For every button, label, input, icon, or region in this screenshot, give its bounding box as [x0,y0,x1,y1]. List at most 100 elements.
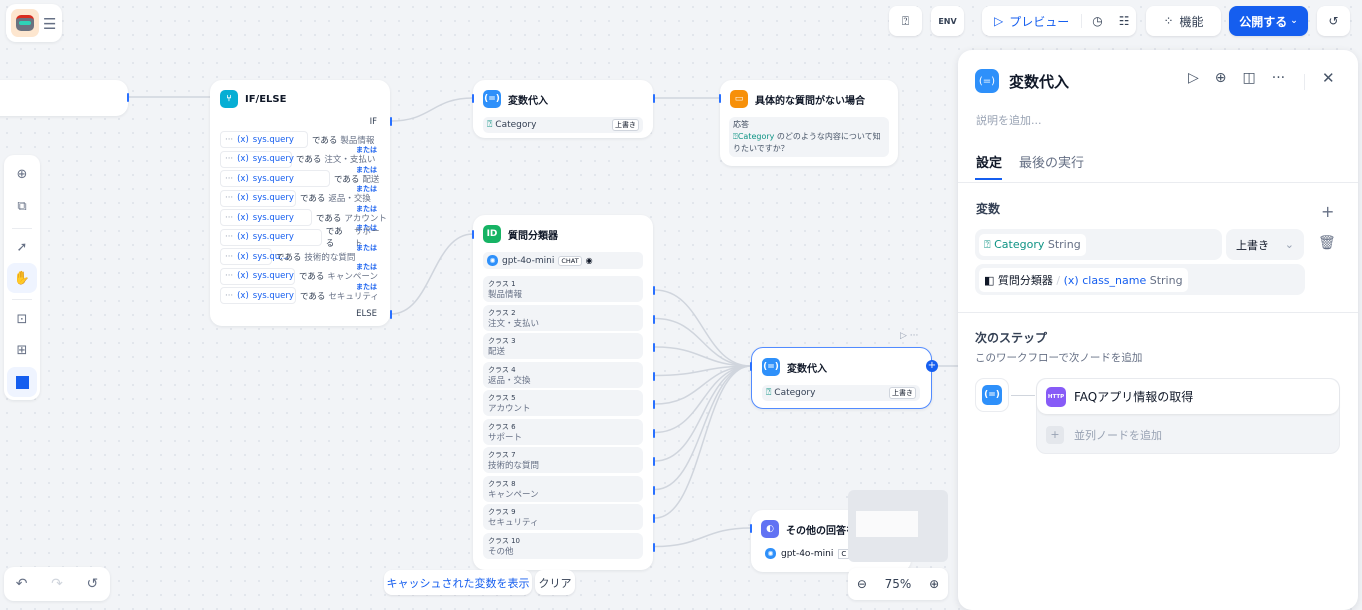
run-history-icon[interactable]: ◷ [1092,14,1103,28]
add-node-icon[interactable]: ⊕ [16,166,28,182]
add-note-icon[interactable]: ⧉ [17,198,27,214]
node-handle[interactable] [472,230,474,239]
node-handle[interactable] [472,94,474,103]
edge[interactable] [654,365,752,519]
maximize-canvas-icon[interactable] [7,367,37,397]
edge[interactable] [654,346,752,367]
clear-button[interactable]: クリア [535,570,575,595]
zoom-in-icon[interactable]: ⊕ [929,577,940,591]
class-handle[interactable] [653,514,655,523]
node-handle[interactable] [653,94,655,103]
close-icon[interactable]: ✕ [1322,69,1335,87]
edge[interactable] [654,365,752,434]
add-next-node-icon[interactable]: + [926,360,938,372]
add-variable-icon[interactable]: + [1321,202,1335,221]
node-handle[interactable] [750,362,752,371]
class-handle[interactable] [653,371,655,381]
condition-row[interactable]: ···(x)sys.qu...である技術的な質問 [220,248,388,265]
pointer-icon[interactable]: ➚ [16,239,28,255]
conversation-variables-button[interactable]: ⍰ [889,6,922,36]
source-variable-field[interactable]: ◧ 質問分類器 / (x) class_name String [975,264,1305,295]
class-handle[interactable] [653,428,655,438]
organize-blocks-icon[interactable]: ⊞ [16,342,28,358]
edge[interactable] [654,317,752,367]
edge[interactable] [654,365,752,405]
answer-node[interactable]: ▭具体的な質問がない場合 応答 ⍰Category のどのような内容について知 … [720,80,898,166]
more-icon[interactable]: ··· [1271,70,1286,86]
start-node[interactable] [0,80,128,116]
node-actions[interactable]: ▷ ··· [900,331,919,341]
redo-icon[interactable]: ↷ [51,576,63,592]
write-mode-select[interactable]: 上書き⌄ [1226,229,1304,260]
class-handle[interactable] [653,485,655,495]
panel-title[interactable]: 変数代入 [1009,73,1070,91]
minimap[interactable] [848,490,948,562]
run-step-icon[interactable]: ▷ [1188,70,1199,86]
assigned-variable-field[interactable]: ⍰ Category String [975,229,1222,260]
menu-icon[interactable]: ☰ [43,15,57,33]
checklist-icon[interactable]: ☷ [1118,14,1130,28]
variable-assigner-node[interactable]: (=)変数代入 ⍰ Category 上書き [473,80,653,138]
edge[interactable] [654,365,752,462]
edge[interactable] [390,233,474,315]
help-docs-icon[interactable]: ◫ [1242,70,1256,86]
preview-button[interactable]: プレビュー [1009,14,1070,29]
edge[interactable] [654,365,752,377]
description-input[interactable]: 説明を追加... [976,114,1042,127]
variable-assigner-node-selected[interactable]: (=)変数代入 ⍰ Category 上書き [751,347,932,409]
edge[interactable] [654,365,752,491]
history-icon[interactable]: ↺ [86,576,99,592]
class-handle[interactable] [653,457,655,466]
edge[interactable] [654,289,752,367]
else-handle[interactable] [390,310,392,319]
add-parallel-node-button[interactable]: +並列ノードを追加 [1046,426,1162,444]
class-handle[interactable] [653,314,655,324]
edge[interactable] [654,527,752,548]
zoom-out-icon[interactable]: ⊖ [856,577,867,591]
if-handle[interactable] [390,117,392,126]
hand-icon[interactable]: ✋ [7,263,37,293]
locate-icon[interactable]: ⊕ [1214,70,1227,86]
class-handle[interactable] [653,400,655,409]
class-handle[interactable] [653,286,655,295]
node-handle[interactable] [750,524,752,533]
tab-last-run[interactable]: 最後の実行 [1019,156,1085,171]
app-logo-box[interactable]: ☰ [6,4,62,42]
features-button[interactable]: ⁘機能 [1146,6,1221,36]
class-handle[interactable] [653,343,655,352]
show-cached-variables-button[interactable]: キャッシュされた変数を表示 [384,570,532,595]
zoom-level[interactable]: 75% [884,577,912,591]
edge[interactable] [390,97,474,122]
undo-icon[interactable]: ↶ [15,576,28,592]
publish-button[interactable]: 公開する⌄ [1229,6,1308,36]
tab-settings[interactable]: 設定 [976,156,1003,171]
node-handle[interactable] [719,94,721,103]
minimap-viewport[interactable] [856,511,918,537]
export-image-icon[interactable]: ⊡ [16,311,28,327]
trash-icon[interactable]: 🗑 [1318,235,1336,251]
class-handle[interactable] [653,542,655,552]
node-handle[interactable] [127,93,129,102]
env-button[interactable]: ENV [931,6,964,36]
version-history-button[interactable]: ↺ [1317,6,1350,36]
